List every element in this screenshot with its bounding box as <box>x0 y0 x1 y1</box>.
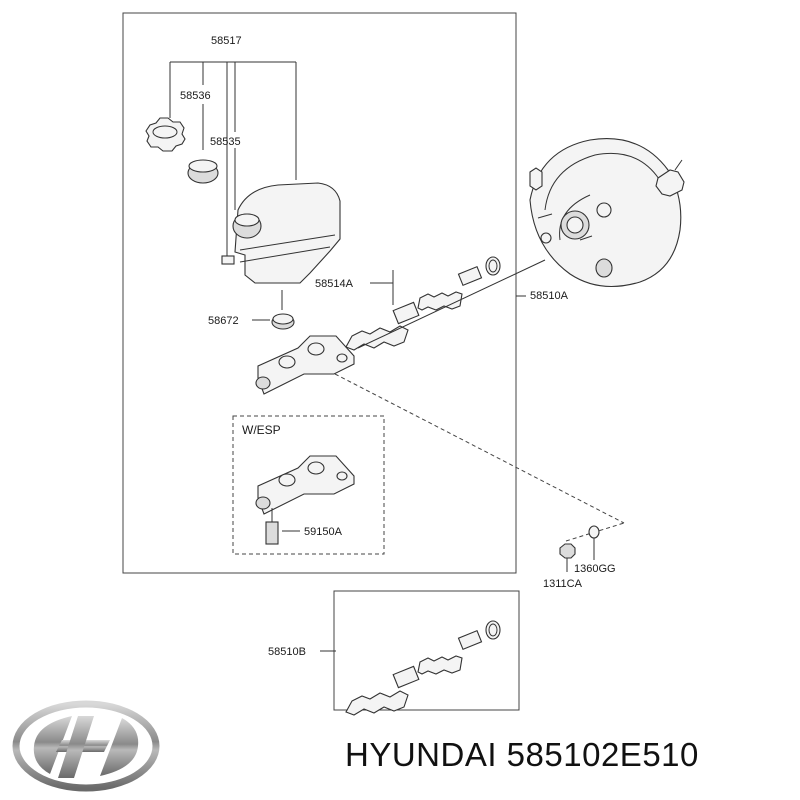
label-58510B: 58510B <box>268 646 306 658</box>
label-58510A: 58510A <box>530 290 569 302</box>
label-1360GG: 1360GG <box>574 563 616 575</box>
piston-assembly <box>345 256 501 351</box>
esp-master-cylinder <box>255 455 355 545</box>
label-58535: 58535 <box>210 136 241 148</box>
label-58536: 58536 <box>180 90 211 102</box>
kit-piston-assembly <box>320 620 501 716</box>
label-58517: 58517 <box>211 35 242 47</box>
mount-nut <box>559 543 576 572</box>
reservoir-seal <box>187 159 219 184</box>
reservoir-body <box>221 182 341 284</box>
main-frame <box>122 12 517 574</box>
label-58514A: 58514A <box>315 278 354 290</box>
part-number-caption: HYUNDAI 585102E510 <box>345 736 699 773</box>
label-wesp: W/ESP <box>242 423 281 437</box>
esp-frame <box>232 415 385 555</box>
label-1311CA: 1311CA <box>543 578 583 590</box>
label-58672: 58672 <box>208 315 239 327</box>
master-cylinder <box>255 335 355 395</box>
kit-frame <box>333 590 520 711</box>
leader-58510A <box>357 259 546 349</box>
brake-booster <box>529 138 685 287</box>
mount-washer <box>588 525 600 560</box>
leader-mount <box>334 373 625 524</box>
reservoir-leaders <box>169 61 297 310</box>
grommet <box>252 313 295 330</box>
label-59150A: 59150A <box>304 526 343 538</box>
hyundai-logo-icon <box>12 700 160 792</box>
reservoir-cap <box>145 117 186 152</box>
